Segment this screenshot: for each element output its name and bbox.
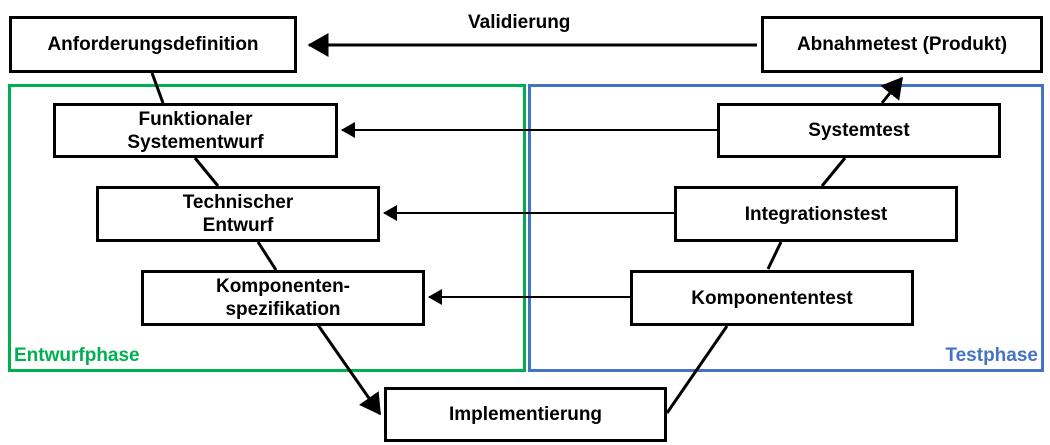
implementation-to-componenttest-line [665, 325, 729, 414]
component-spec-box: Komponenten- spezifikation [141, 270, 425, 326]
integrationtest-to-systemtest-line [820, 157, 847, 187]
systemtest-to-acceptance-arrow [880, 76, 904, 104]
test-phase-label: Testphase [945, 345, 1038, 366]
technical-to-component-line [256, 241, 278, 271]
acceptance-test-box: Abnahmetest (Produkt) [761, 16, 1043, 73]
functional-to-technical-line [193, 157, 220, 187]
component-to-implementation-arrow [316, 324, 382, 416]
requirements-to-functional-line [150, 72, 165, 104]
componenttest-to-integrationtest-line [766, 241, 783, 270]
requirements-box: Anforderungsdefinition [9, 16, 297, 73]
implementation-box: Implementierung [384, 387, 667, 442]
design-phase-label: Entwurfphase [14, 345, 140, 366]
design-phase-frame [8, 84, 526, 372]
technical-design-box: Technischer Entwurf [96, 186, 380, 242]
system-test-box: Systemtest [717, 103, 1001, 158]
validation-label: Validierung [468, 12, 571, 33]
functional-design-box: Funktionaler Systementwurf [53, 103, 338, 158]
integration-test-box: Integrationstest [674, 186, 958, 242]
test-phase-frame [528, 84, 1044, 372]
component-test-box: Komponententest [630, 270, 914, 326]
